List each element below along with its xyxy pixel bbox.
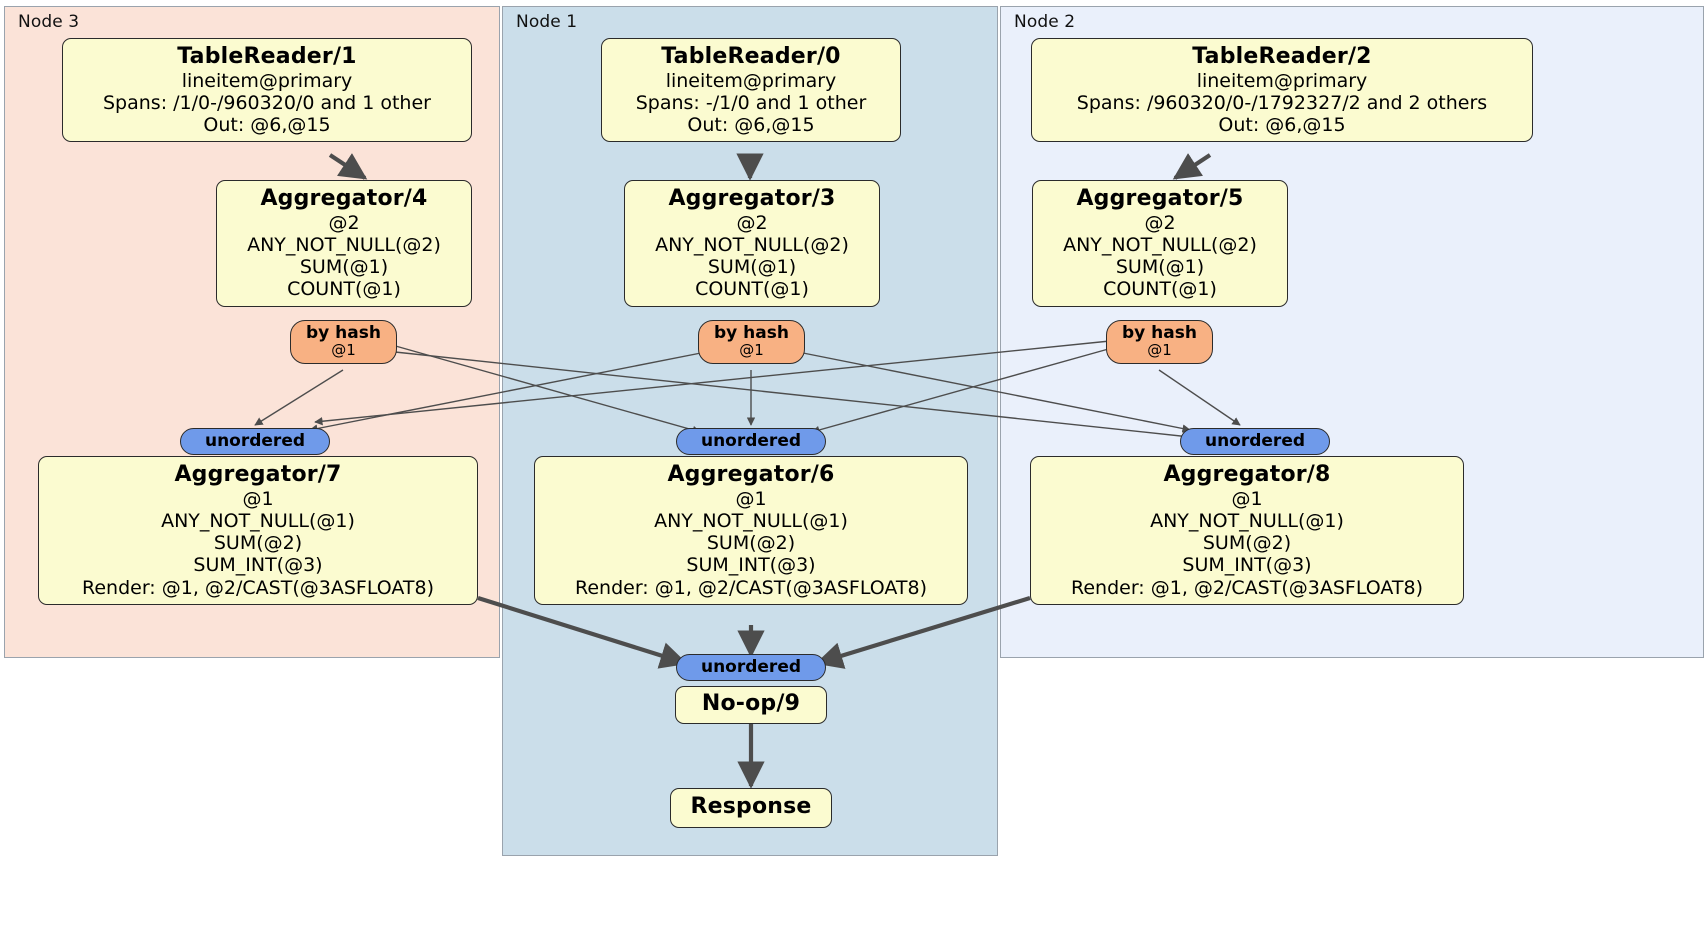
processor-title: TableReader/0 [661, 44, 841, 69]
sync-label: unordered [204, 431, 306, 451]
router-label: by hash [306, 323, 381, 343]
processor-noop-9[interactable]: No-op/9 [675, 686, 827, 724]
processor-line: COUNT(@1) [1103, 278, 1217, 301]
processor-title: Aggregator/4 [260, 186, 428, 211]
processor-line: SUM(@2) [213, 532, 303, 555]
processor-line: lineitem@primary [1196, 69, 1368, 92]
router-column: @1 [739, 341, 764, 360]
processor-title: Response [690, 794, 812, 819]
processor-line: SUM(@1) [299, 256, 389, 279]
processor-line: Out: @6,@15 [203, 114, 331, 137]
router-label: by hash [1122, 323, 1197, 343]
processor-line: @1 [735, 487, 767, 510]
processor-aggregator-8[interactable]: Aggregator/8 @1 ANY_NOT_NULL(@1) SUM(@2)… [1030, 456, 1464, 605]
processor-title: TableReader/2 [1192, 44, 1372, 69]
processor-title: No-op/9 [701, 691, 801, 716]
processor-line: ANY_NOT_NULL(@1) [654, 509, 848, 532]
hash-router-right[interactable]: by hash @1 [1106, 320, 1213, 364]
processor-table-reader-2[interactable]: TableReader/2 lineitem@primary Spans: /9… [1031, 38, 1533, 143]
processor-line: lineitem@primary [181, 69, 353, 92]
processor-aggregator-6[interactable]: Aggregator/6 @1 ANY_NOT_NULL(@1) SUM(@2)… [534, 456, 968, 605]
processor-table-reader-1[interactable]: TableReader/1 lineitem@primary Spans: /1… [62, 38, 472, 143]
processor-line: ANY_NOT_NULL(@2) [655, 233, 849, 256]
processor-line: SUM_INT(@3) [1182, 554, 1312, 577]
processor-aggregator-7[interactable]: Aggregator/7 @1 ANY_NOT_NULL(@1) SUM(@2)… [38, 456, 478, 605]
node-panel-label-node2: Node 2 [1014, 12, 1076, 32]
processor-line: Out: @6,@15 [1218, 114, 1346, 137]
processor-line: Spans: /960320/0-/1792327/2 and 2 others [1076, 91, 1488, 114]
processor-line: Out: @6,@15 [687, 114, 815, 137]
processor-line: @2 [1144, 211, 1176, 234]
hash-router-left[interactable]: by hash @1 [290, 320, 397, 364]
processor-line: Render: @1, @2/CAST(@3ASFLOAT8) [82, 576, 434, 599]
processor-line: @2 [736, 211, 768, 234]
processor-aggregator-4[interactable]: Aggregator/4 @2 ANY_NOT_NULL(@2) SUM(@1)… [216, 180, 472, 307]
processor-line: ANY_NOT_NULL(@2) [247, 233, 441, 256]
processor-line: Spans: /1/0-/960320/0 and 1 other [103, 91, 431, 114]
router-column: @1 [331, 341, 356, 360]
processor-line: @2 [328, 211, 360, 234]
unordered-sync-final[interactable]: unordered [676, 654, 826, 682]
sync-label: unordered [1204, 431, 1306, 451]
hash-router-center[interactable]: by hash @1 [698, 320, 805, 364]
processor-line: @1 [1231, 487, 1263, 510]
processor-line: COUNT(@1) [287, 278, 401, 301]
processor-aggregator-3[interactable]: Aggregator/3 @2 ANY_NOT_NULL(@2) SUM(@1)… [624, 180, 880, 307]
processor-line: ANY_NOT_NULL(@2) [1063, 233, 1257, 256]
processor-title: Aggregator/8 [1163, 462, 1331, 487]
processor-title: TableReader/1 [177, 44, 357, 69]
processor-line: COUNT(@1) [695, 278, 809, 301]
processor-line: SUM(@1) [707, 256, 797, 279]
processor-table-reader-0[interactable]: TableReader/0 lineitem@primary Spans: -/… [601, 38, 901, 143]
router-label: by hash [714, 323, 789, 343]
node-panel-label-node3: Node 3 [18, 12, 80, 32]
processor-line: @1 [242, 487, 274, 510]
sync-label: unordered [700, 431, 802, 451]
processor-line: Spans: -/1/0 and 1 other [635, 91, 867, 114]
node-panel-label-node1: Node 1 [516, 12, 578, 32]
processor-line: lineitem@primary [665, 69, 837, 92]
processor-response[interactable]: Response [670, 788, 832, 828]
processor-line: SUM(@2) [706, 532, 796, 555]
processor-line: SUM_INT(@3) [686, 554, 816, 577]
processor-title: Aggregator/5 [1076, 186, 1244, 211]
processor-line: SUM_INT(@3) [193, 554, 323, 577]
processor-line: ANY_NOT_NULL(@1) [1150, 509, 1344, 532]
sync-label: unordered [700, 657, 802, 677]
processor-title: Aggregator/6 [667, 462, 835, 487]
processor-line: ANY_NOT_NULL(@1) [161, 509, 355, 532]
unordered-sync-center[interactable]: unordered [676, 428, 826, 456]
router-column: @1 [1147, 341, 1172, 360]
processor-line: SUM(@1) [1115, 256, 1205, 279]
processor-line: SUM(@2) [1202, 532, 1292, 555]
processor-line: Render: @1, @2/CAST(@3ASFLOAT8) [1071, 576, 1423, 599]
unordered-sync-left[interactable]: unordered [180, 428, 330, 456]
processor-title: Aggregator/3 [668, 186, 836, 211]
processor-aggregator-5[interactable]: Aggregator/5 @2 ANY_NOT_NULL(@2) SUM(@1)… [1032, 180, 1288, 307]
processor-title: Aggregator/7 [174, 462, 342, 487]
processor-line: Render: @1, @2/CAST(@3ASFLOAT8) [575, 576, 927, 599]
unordered-sync-right[interactable]: unordered [1180, 428, 1330, 456]
